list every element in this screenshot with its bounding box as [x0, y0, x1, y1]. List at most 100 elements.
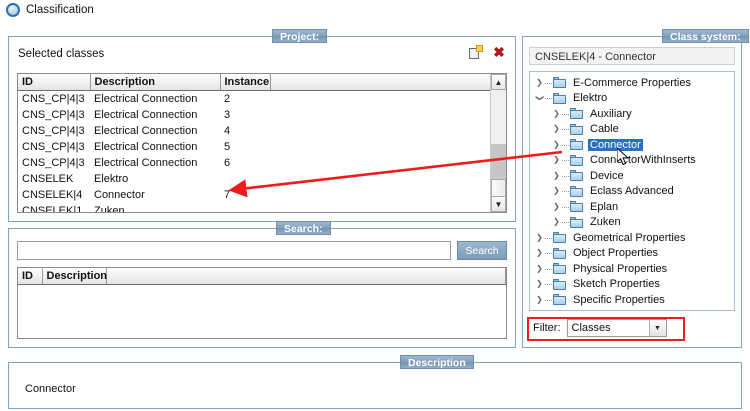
chevron-right-icon[interactable]: ❯: [536, 294, 543, 304]
column-header-id[interactable]: ID: [18, 268, 43, 285]
tree-item-label: Zuken: [590, 216, 621, 229]
search-row: Search: [17, 241, 507, 260]
close-icon[interactable]: ✖: [493, 44, 505, 60]
mouse-cursor: [617, 148, 630, 166]
tree-item-label: Specific Properties: [573, 293, 665, 306]
tree-item-geometrical-properties[interactable]: ❯ Geometrical Properties: [534, 230, 734, 246]
folder-icon: [570, 108, 584, 120]
scroll-up-button[interactable]: ▲: [491, 74, 506, 90]
tree-item-elektro[interactable]: ❯ Elektro: [534, 91, 734, 107]
filter-highlight-box: [527, 317, 685, 341]
filter-row: Filter: Classes ▼: [533, 319, 667, 337]
tree-connector-line: [545, 98, 552, 100]
search-input[interactable]: [17, 241, 451, 260]
tree-item-connectorwithinserts[interactable]: ❯ConnectorWithInserts: [534, 153, 734, 169]
folder-icon: [553, 278, 567, 290]
tree-item-connector[interactable]: ❯Connector: [534, 137, 734, 153]
column-header-description[interactable]: Description: [42, 268, 107, 285]
chevron-right-icon[interactable]: ❯: [553, 170, 560, 180]
tree-item-object-properties[interactable]: ❯Object Properties: [534, 246, 734, 262]
tree-item-cable[interactable]: ❯Cable: [534, 122, 734, 138]
class-tree[interactable]: ❯ E-Commerce Properties ❯ Elektro❯Auxiliary…: [529, 71, 735, 311]
tree-item-label: Geometrical Properties: [573, 231, 686, 244]
search-results-table: ID Description: [18, 268, 506, 285]
folder-icon: [570, 185, 584, 197]
folder-icon: [553, 77, 567, 89]
chevron-right-icon[interactable]: ❯: [553, 186, 560, 196]
tree-item-eplan[interactable]: ❯Eplan: [534, 199, 734, 215]
column-header-description[interactable]: Description: [90, 74, 221, 91]
tree-item-sketch-properties[interactable]: ❯Sketch Properties: [534, 277, 734, 293]
folder-icon: [570, 154, 584, 166]
cell-instance: [220, 203, 270, 213]
panel-header: Selected classes ✖: [10, 38, 514, 68]
cell-instance: 6: [224, 156, 231, 169]
chevron-right-icon[interactable]: ❯: [553, 139, 560, 149]
cell-description: Connector: [94, 188, 145, 201]
scrollbar-thumb[interactable]: [491, 179, 506, 197]
tree-item-eclass-advanced[interactable]: ❯Eclass Advanced: [534, 184, 734, 200]
tree-item-specific-properties[interactable]: ❯ Specific Properties: [534, 292, 734, 308]
tree-item-label: E-Commerce Properties: [573, 76, 691, 89]
cell-filler: [270, 123, 506, 139]
chevron-right-icon[interactable]: ❯: [553, 217, 560, 227]
tree-connector-line: [562, 206, 569, 209]
chevron-right-icon[interactable]: ❯: [553, 155, 560, 165]
search-results-grid[interactable]: ID Description: [17, 267, 507, 339]
folder-icon: [570, 201, 584, 213]
folder-icon: [570, 216, 584, 228]
tree-connector-line: [545, 237, 552, 240]
chevron-right-icon[interactable]: ❯: [536, 248, 543, 258]
cell-filler: [270, 91, 506, 107]
cell-description: Electrical Connection: [94, 92, 198, 105]
filter-value: Classes: [571, 322, 611, 334]
folder-icon: [553, 263, 567, 275]
chevron-right-icon[interactable]: ❯: [536, 279, 543, 289]
tree-connector-line: [562, 222, 569, 224]
search-button[interactable]: Search: [457, 241, 507, 260]
tree-item-zuken[interactable]: ❯ Zuken: [534, 215, 734, 231]
folder-icon: [570, 170, 584, 182]
chevron-right-icon[interactable]: ❯: [553, 108, 560, 118]
cell-instance: 3: [224, 108, 231, 121]
cell-filler: [270, 107, 506, 123]
tree-item-auxiliary[interactable]: ❯Auxiliary: [534, 106, 734, 122]
cell-instance: 4: [224, 124, 231, 137]
tree-item-label: Elektro: [573, 92, 608, 105]
chevron-down-icon[interactable]: ▼: [648, 320, 666, 336]
cell-description: Electrical Connection: [94, 140, 198, 153]
tree-item-physical-properties[interactable]: ❯Physical Properties: [534, 261, 734, 277]
chevron-right-icon[interactable]: ❯: [536, 77, 543, 87]
column-header-instance[interactable]: Instance: [220, 74, 271, 91]
tree-connector-line: [545, 82, 552, 85]
scroll-down-button[interactable]: ▼: [491, 196, 506, 212]
tree-item-e-commerce-properties[interactable]: ❯ E-Commerce Properties: [534, 75, 734, 91]
vertical-scrollbar[interactable]: ▲ ▼: [490, 74, 506, 212]
chevron-right-icon[interactable]: ❯: [536, 263, 543, 273]
chevron-down-icon[interactable]: ❯: [535, 94, 545, 102]
folder-icon: [570, 123, 584, 135]
chevron-right-icon[interactable]: ❯: [553, 124, 560, 134]
cell-id: CNSELEK|4: [22, 188, 83, 201]
folder-icon: [553, 92, 567, 104]
chevron-right-icon[interactable]: ❯: [553, 201, 560, 211]
cell-filler: [270, 187, 506, 203]
filter-dropdown[interactable]: Classes ▼: [566, 319, 667, 337]
new-class-icon[interactable]: [468, 45, 483, 60]
chevron-right-icon[interactable]: ❯: [536, 232, 543, 242]
column-header-id[interactable]: ID: [18, 74, 91, 91]
tree-item-device[interactable]: ❯Device: [534, 168, 734, 184]
cell-description: Electrical Connection: [94, 156, 198, 169]
filter-label: Filter:: [533, 322, 561, 334]
